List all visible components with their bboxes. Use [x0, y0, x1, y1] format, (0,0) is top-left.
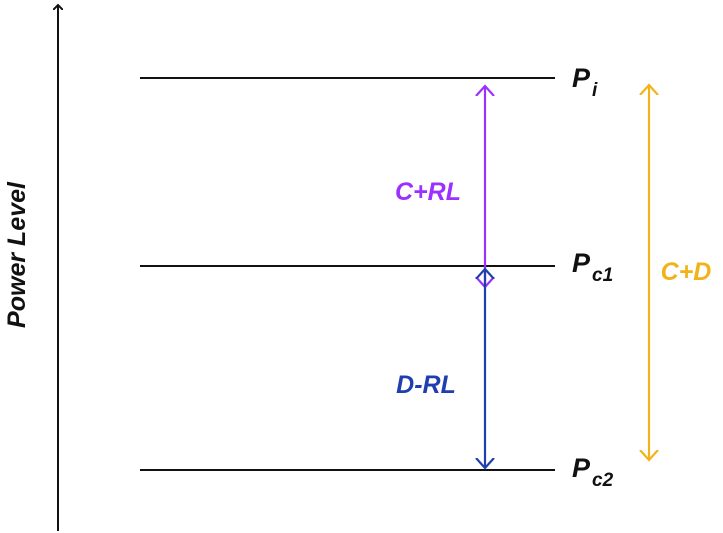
level-symbol: P [572, 248, 591, 278]
level-symbol: P [572, 63, 591, 93]
axis-title: Power Level [3, 181, 31, 328]
level-subscript: i [592, 80, 598, 101]
level-subscript: c1 [592, 265, 613, 286]
label-d-minus-rl: D-RL [396, 371, 456, 399]
label-c-plus-rl: C+RL [395, 178, 461, 206]
label-c-plus-d: C+D [661, 258, 712, 286]
level-symbol: P [572, 453, 591, 483]
level-subscript: c2 [592, 470, 614, 491]
